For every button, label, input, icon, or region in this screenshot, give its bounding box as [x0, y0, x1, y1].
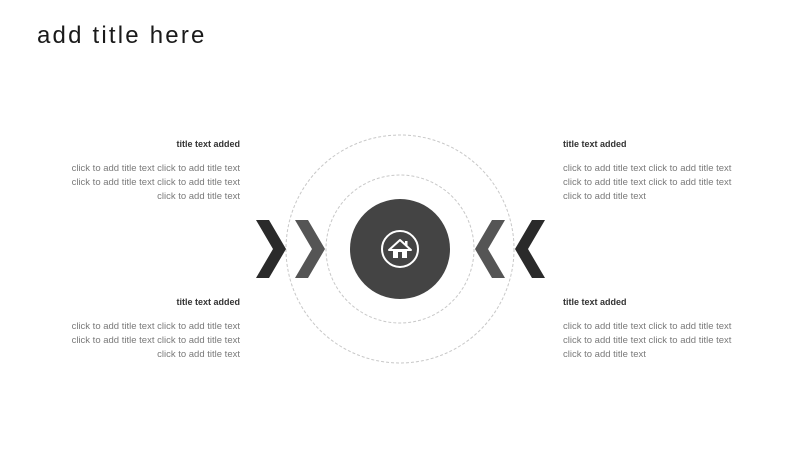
text-block-top-left[interactable]: title text added click to add title text…	[70, 139, 240, 204]
block-title: title text added	[176, 139, 240, 149]
block-title: title text added	[563, 139, 627, 149]
chevron-left-icon	[475, 220, 505, 278]
chevron-left-icon	[515, 220, 545, 278]
chevron-right-icon	[295, 220, 325, 278]
text-block-top-right[interactable]: title text added click to add title text…	[563, 139, 733, 204]
home-icon[interactable]	[381, 230, 419, 268]
text-block-bottom-right[interactable]: title text added click to add title text…	[563, 297, 733, 362]
inner-dashed-ring	[325, 174, 475, 324]
block-body: click to add title text click to add tit…	[563, 163, 732, 202]
block-body: click to add title text click to add tit…	[71, 321, 240, 360]
block-title: title text added	[563, 297, 627, 307]
slide-title[interactable]: add title here	[37, 22, 207, 49]
block-body: click to add title text click to add tit…	[563, 321, 732, 360]
block-title: title text added	[176, 297, 240, 307]
block-body: click to add title text click to add tit…	[71, 163, 240, 202]
chevron-right-icon	[256, 220, 286, 278]
text-block-bottom-left[interactable]: title text added click to add title text…	[70, 297, 240, 362]
